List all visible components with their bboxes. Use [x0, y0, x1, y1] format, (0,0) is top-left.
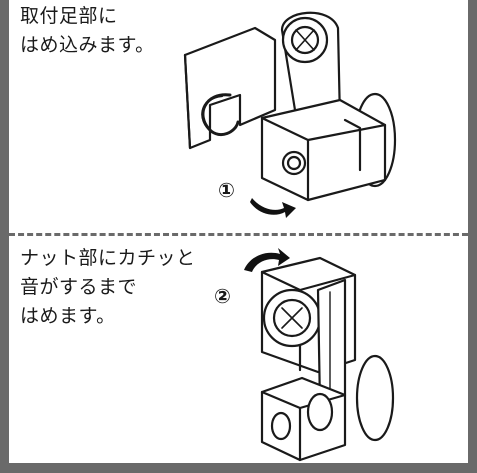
lower-block-edges: [260, 390, 347, 462]
curved-arrow-left-icon: [244, 248, 290, 272]
bracket-hook-inner: [201, 94, 224, 134]
dashed-divider: [9, 233, 468, 236]
step-2-caption: ナット部にカチッと 音がするまで はめます。: [20, 244, 196, 331]
step-2-illustration: ②: [214, 248, 395, 462]
lower-nut: [270, 411, 292, 441]
suction-cup-back-2: [355, 354, 395, 442]
ball-joint-slot: [295, 29, 315, 51]
step-1-number: ①: [218, 178, 235, 202]
curved-arrow-right-icon: [250, 198, 296, 218]
step-1-caption: 取付足部に はめ込みます。: [20, 2, 155, 60]
bracket-body: [183, 26, 277, 150]
mount-box: [260, 98, 387, 202]
step-2-caption-line: 音がするまで: [20, 276, 138, 298]
step-1-illustration: ①: [183, 11, 397, 218]
step-2-panel: [9, 237, 468, 463]
step-2-caption-line: ナット部にカチッと: [20, 247, 196, 269]
step-1-caption-line: はめ込みます。: [20, 34, 155, 56]
mount-box-slot: [343, 118, 362, 172]
ring-slot: [281, 307, 303, 329]
step-2-number: ②: [214, 284, 231, 308]
step-1-caption-line: 取付足部に: [20, 5, 118, 27]
mount-nut-inner: [286, 155, 302, 171]
lower-knob: [306, 392, 334, 432]
bracket-edge: [183, 53, 192, 150]
step-2-caption-line: はめます。: [20, 305, 116, 327]
